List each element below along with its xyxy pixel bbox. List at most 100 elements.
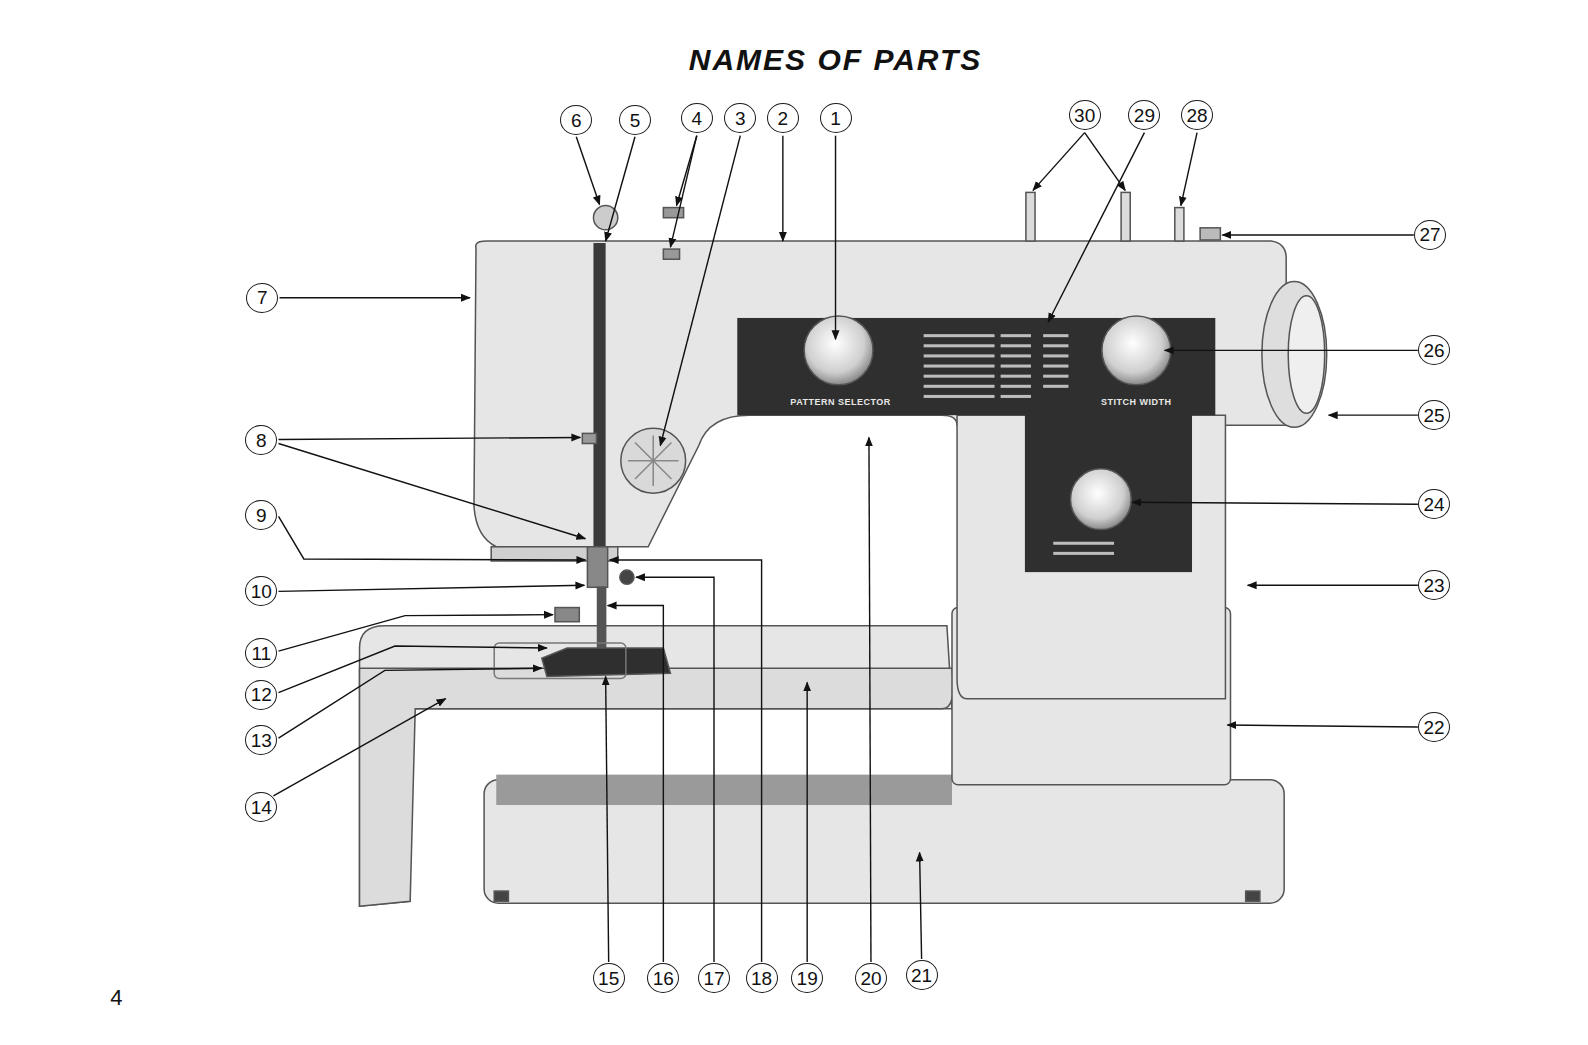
illustration-part <box>1043 354 1068 357</box>
illustration-part <box>273 699 445 796</box>
illustration-part <box>608 606 664 962</box>
callout-text: 9 <box>256 506 267 525</box>
callout-number: 15 <box>593 963 625 993</box>
illustration-part <box>924 354 995 357</box>
illustration-part <box>621 428 686 493</box>
callout-number: 2 <box>767 103 799 133</box>
illustration-part <box>1001 375 1031 378</box>
callout-number: 8 <box>245 425 277 455</box>
illustration-part <box>663 249 679 259</box>
callout-number: 21 <box>906 960 938 990</box>
illustration-part <box>360 668 954 906</box>
callout-text: 18 <box>751 969 772 988</box>
illustration-part <box>610 560 762 962</box>
machine-body <box>360 192 1327 906</box>
callout-text: 22 <box>1423 718 1444 737</box>
callout-text: 25 <box>1423 406 1444 425</box>
illustration-part <box>598 587 606 648</box>
callout-text: 23 <box>1423 576 1444 595</box>
illustration-part <box>606 676 609 962</box>
callout-number: 12 <box>245 680 277 710</box>
page-number: 4 <box>110 985 122 1011</box>
illustration-part <box>1165 350 1418 351</box>
illustration-part <box>1121 192 1130 241</box>
illustration-part <box>542 648 671 676</box>
illustration-part <box>1043 365 1068 368</box>
callout-text: 28 <box>1186 106 1207 125</box>
illustration-part <box>496 775 952 805</box>
illustration-part <box>1200 228 1220 240</box>
illustration-part <box>1001 395 1031 398</box>
illustration-part <box>279 516 586 560</box>
illustration-part <box>1025 410 1192 572</box>
illustration-part <box>1001 334 1031 337</box>
callout-number: 16 <box>647 963 679 993</box>
callout-number: 14 <box>245 792 277 822</box>
callout-text: 8 <box>256 431 267 450</box>
page-title: NAMES OF PARTS <box>689 43 983 77</box>
illustration-part <box>1222 234 1413 235</box>
illustration-part <box>869 437 871 962</box>
illustration-part <box>628 435 679 486</box>
callout-number: 3 <box>724 103 756 133</box>
callout-number: 19 <box>791 963 823 993</box>
illustration-part <box>582 433 596 443</box>
callout-text: 30 <box>1074 106 1095 125</box>
callout-number: 6 <box>560 105 592 135</box>
callout-number: 5 <box>619 105 651 135</box>
illustration-part <box>924 395 995 398</box>
illustration-part <box>1043 385 1068 388</box>
callout-text: 3 <box>735 109 746 128</box>
illustration-part <box>1227 725 1417 727</box>
illustration-part <box>924 334 995 337</box>
illustration-part <box>1026 192 1035 241</box>
callout-text: 17 <box>703 969 724 988</box>
illustration-part <box>1053 552 1114 555</box>
illustration-part <box>620 570 634 584</box>
callout-number: 4 <box>681 103 713 133</box>
illustration-part <box>1181 133 1197 206</box>
callout-text: 29 <box>1134 106 1155 125</box>
callout-number: 10 <box>245 576 277 606</box>
callout-number: 17 <box>698 963 730 993</box>
illustration-part <box>1329 414 1418 415</box>
illustration-part <box>279 585 585 591</box>
callout-number: 26 <box>1418 335 1450 365</box>
illustration-part <box>835 136 836 340</box>
illustration-part <box>1262 282 1327 428</box>
callout-number: 22 <box>1418 712 1450 742</box>
illustration-part <box>587 547 607 588</box>
illustration-part <box>806 682 807 961</box>
illustration-part <box>920 853 922 959</box>
illustration-part <box>1043 375 1068 378</box>
callout-text: 21 <box>911 966 932 985</box>
callout-text: 24 <box>1423 495 1444 514</box>
illustration-part <box>782 136 783 241</box>
leader-lines <box>273 133 1417 962</box>
illustration-part <box>1043 334 1068 337</box>
callout-text: 11 <box>251 644 271 663</box>
panel-text-rows <box>924 334 1114 555</box>
illustration-part <box>1085 133 1126 191</box>
illustration-part <box>1001 344 1031 347</box>
illustration-part <box>670 136 696 247</box>
callout-text: 27 <box>1419 225 1440 244</box>
callout-text: 7 <box>257 288 268 307</box>
illustration-part <box>1043 344 1068 347</box>
callout-number: 11 <box>245 638 277 668</box>
callout-number: 28 <box>1181 100 1213 130</box>
illustration-part <box>593 243 605 557</box>
callout-text: 19 <box>797 969 818 988</box>
callout-number: 24 <box>1418 489 1450 519</box>
callout-text: 15 <box>598 969 619 988</box>
callout-number: 29 <box>1128 100 1160 130</box>
illustration-part <box>924 375 995 378</box>
illustration-part <box>1070 469 1131 530</box>
illustration-part <box>924 344 995 347</box>
illustration-part <box>660 136 740 446</box>
callout-text: 10 <box>251 582 272 601</box>
illustration-part <box>279 444 586 539</box>
illustration-part <box>494 891 508 901</box>
panel-label: STITCH WIDTH <box>1101 397 1172 407</box>
